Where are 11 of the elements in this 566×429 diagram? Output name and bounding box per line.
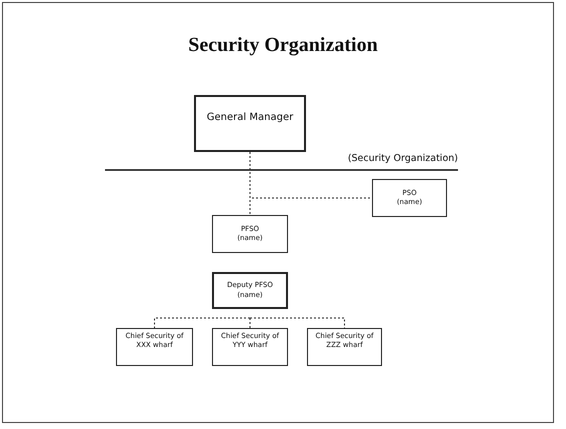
role-title: General Manager [206, 111, 294, 124]
org-box [372, 179, 447, 217]
org-box [212, 272, 288, 309]
title: Security Organization [187, 34, 379, 57]
org-box [116, 328, 193, 366]
section-label: (Security Organization) [348, 153, 458, 164]
org-box [307, 328, 382, 366]
org-box [212, 328, 288, 366]
org-box [194, 95, 306, 152]
org-box [212, 215, 288, 253]
connector-line [250, 152, 372, 198]
